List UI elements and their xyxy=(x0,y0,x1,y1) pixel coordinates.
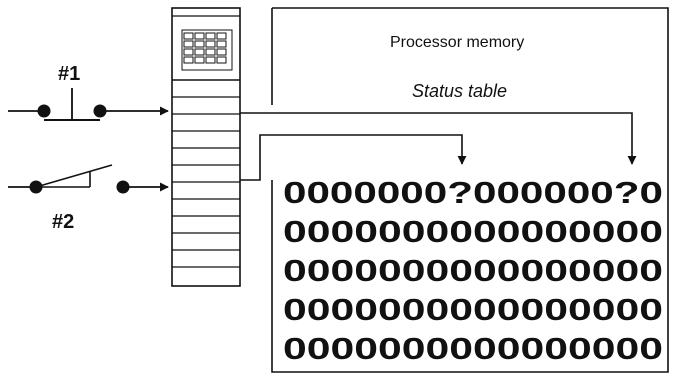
status-row: 0000000?000000?0 xyxy=(283,175,663,210)
status-row: 0000000000000000 xyxy=(283,253,663,288)
switch-1-closed xyxy=(8,88,169,121)
switch-1-right-contact xyxy=(93,104,107,118)
module-indicator-grid xyxy=(181,29,233,71)
switch-1-left-contact xyxy=(37,104,51,118)
switch-2-label: #2 xyxy=(52,211,74,233)
status-row: 0000000000000000 xyxy=(283,331,663,366)
switch-2-blade xyxy=(35,164,113,188)
processor-memory-box xyxy=(271,7,669,373)
input-module xyxy=(171,7,241,287)
bit-line-switch-2 xyxy=(240,134,467,181)
status-row: 0000000000000000 xyxy=(283,214,663,249)
memory-title: Processor memory xyxy=(390,34,524,51)
switch-2-right-contact xyxy=(116,180,130,194)
bit-line-switch-1 xyxy=(240,112,637,165)
status-table-label: Status table xyxy=(412,81,507,101)
module-terminal-slots xyxy=(172,96,240,268)
switch-2-open xyxy=(8,164,169,194)
status-table: 0000000?000000?0 0000000000000000 000000… xyxy=(283,175,663,366)
status-row: 0000000000000000 xyxy=(283,292,663,327)
switch-1-label: #1 xyxy=(58,63,80,85)
